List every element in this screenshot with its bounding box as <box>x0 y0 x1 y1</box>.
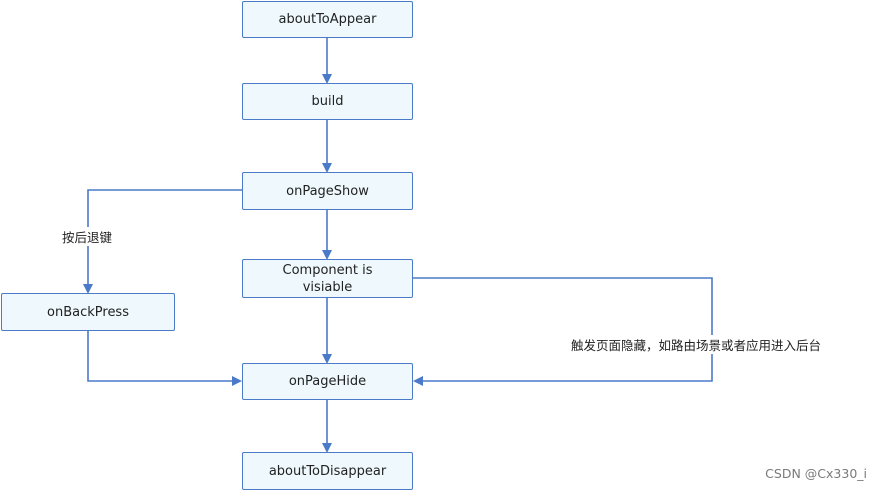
node-label: onPageHide <box>288 374 367 389</box>
node-on-page-show: onPageShow <box>242 172 413 210</box>
node-build: build <box>242 83 413 120</box>
node-label: build <box>311 94 344 109</box>
node-about-to-appear: aboutToAppear <box>242 1 413 38</box>
node-label: onPageShow <box>286 183 369 199</box>
edge-label-back-key: 按后退键 <box>61 227 114 246</box>
node-on-back-press: onBackPress <box>1 293 175 331</box>
node-on-page-hide: onPageHide <box>242 363 413 400</box>
edge-label-page-hidden: 触发页面隐藏，如路由场景或者应用进入后台 <box>569 335 824 354</box>
arrow-pageshow-to-backpress <box>83 189 242 294</box>
node-label: onBackPress <box>47 304 129 320</box>
node-label: aboutToDisappear <box>268 463 387 479</box>
node-label: aboutToAppear <box>278 12 377 27</box>
node-about-to-disappear: aboutToDisappear <box>242 452 413 490</box>
arrow-backpress-to-pagehide <box>87 331 242 386</box>
node-component-visible: Component is visiable <box>242 259 413 298</box>
node-label: Component is visiable <box>282 262 373 295</box>
watermark: CSDN @Cx330_i <box>765 466 867 481</box>
arrow-component-to-pagehide-right <box>413 277 713 386</box>
